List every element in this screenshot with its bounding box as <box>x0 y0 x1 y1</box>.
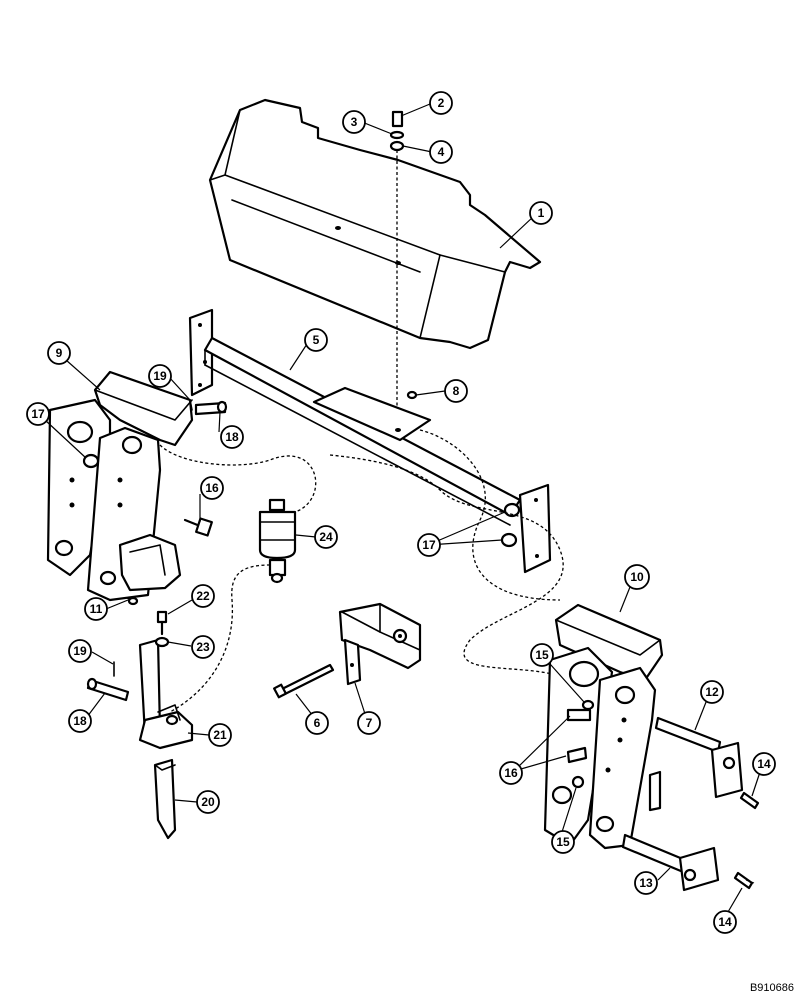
callout-18-lower-label: 18 <box>73 714 87 728</box>
callout-12-label: 12 <box>705 685 719 699</box>
callout-19-upper: 19 <box>148 364 172 388</box>
callout-4: 4 <box>429 140 453 164</box>
lower-left-bracket <box>86 610 194 840</box>
hydraulic-hoses <box>159 429 571 713</box>
callout-16-right-label: 16 <box>504 766 518 780</box>
callout-9: 9 <box>47 341 71 365</box>
callout-3-label: 3 <box>351 115 358 129</box>
callout-18-lower: 18 <box>68 709 92 733</box>
callout-21: 21 <box>208 723 232 747</box>
left-bracket <box>46 370 228 606</box>
callout-16-left-label: 16 <box>205 481 219 495</box>
callout-3: 3 <box>342 110 366 134</box>
callout-17-right: 17 <box>417 533 441 557</box>
callout-9-label: 9 <box>56 346 63 360</box>
callout-8: 8 <box>444 379 468 403</box>
callout-23-label: 23 <box>196 640 210 654</box>
cover-plate <box>208 98 542 350</box>
callout-17-left-label: 17 <box>31 407 45 421</box>
callout-10-label: 10 <box>630 570 644 584</box>
callout-1-label: 1 <box>538 206 545 220</box>
callout-5-label: 5 <box>313 333 320 347</box>
callout-14-lower: 14 <box>713 910 737 934</box>
callouts: 1 2 3 4 5 6 7 8 9 10 11 12 13 14 14 15 1… <box>26 91 776 934</box>
callout-19-upper-label: 19 <box>153 369 167 383</box>
callout-23: 23 <box>191 635 215 659</box>
callout-24-label: 24 <box>319 530 333 544</box>
callout-17-right-label: 17 <box>422 538 436 552</box>
callout-1: 1 <box>529 201 553 225</box>
leader-lines <box>44 103 763 913</box>
crossbar <box>188 308 552 574</box>
right-bracket <box>543 603 760 892</box>
accumulator <box>258 498 297 584</box>
callout-16-left: 16 <box>200 476 224 500</box>
callout-20-label: 20 <box>201 795 215 809</box>
callout-7: 7 <box>357 711 381 735</box>
callout-16-right: 16 <box>499 761 523 785</box>
callout-15-lower: 15 <box>551 830 575 854</box>
callout-15-upper-label: 15 <box>535 648 549 662</box>
callout-4-label: 4 <box>438 145 445 159</box>
callout-14-upper-label: 14 <box>757 757 771 771</box>
callout-6-label: 6 <box>314 716 321 730</box>
callout-17-left: 17 <box>26 402 50 426</box>
callout-8-label: 8 <box>453 384 460 398</box>
callout-19-lower: 19 <box>68 639 92 663</box>
callout-2-label: 2 <box>438 96 445 110</box>
callout-14-upper: 14 <box>752 752 776 776</box>
callout-14-lower-label: 14 <box>718 915 732 929</box>
callout-2: 2 <box>429 91 453 115</box>
callout-13-label: 13 <box>639 876 653 890</box>
bolt-stack <box>389 110 405 430</box>
callout-10: 10 <box>624 564 650 590</box>
callout-20: 20 <box>196 790 220 814</box>
callout-22: 22 <box>191 584 215 608</box>
callout-22-label: 22 <box>196 589 210 603</box>
callout-11-label: 11 <box>90 602 103 616</box>
callout-18-upper: 18 <box>220 425 244 449</box>
callout-13: 13 <box>634 871 658 895</box>
callout-15-lower-label: 15 <box>556 835 570 849</box>
callout-15-upper: 15 <box>530 643 554 667</box>
callout-7-label: 7 <box>366 716 373 730</box>
callout-5: 5 <box>304 328 328 352</box>
document-code: B910686 <box>749 982 794 994</box>
callout-6: 6 <box>305 711 329 735</box>
valve-block <box>273 602 422 699</box>
callout-11: 11 <box>84 597 108 621</box>
callout-18-upper-label: 18 <box>225 430 239 444</box>
callout-21-label: 21 <box>213 728 227 742</box>
callout-24: 24 <box>314 525 338 549</box>
callout-19-lower-label: 19 <box>73 644 87 658</box>
callout-12: 12 <box>700 680 724 704</box>
